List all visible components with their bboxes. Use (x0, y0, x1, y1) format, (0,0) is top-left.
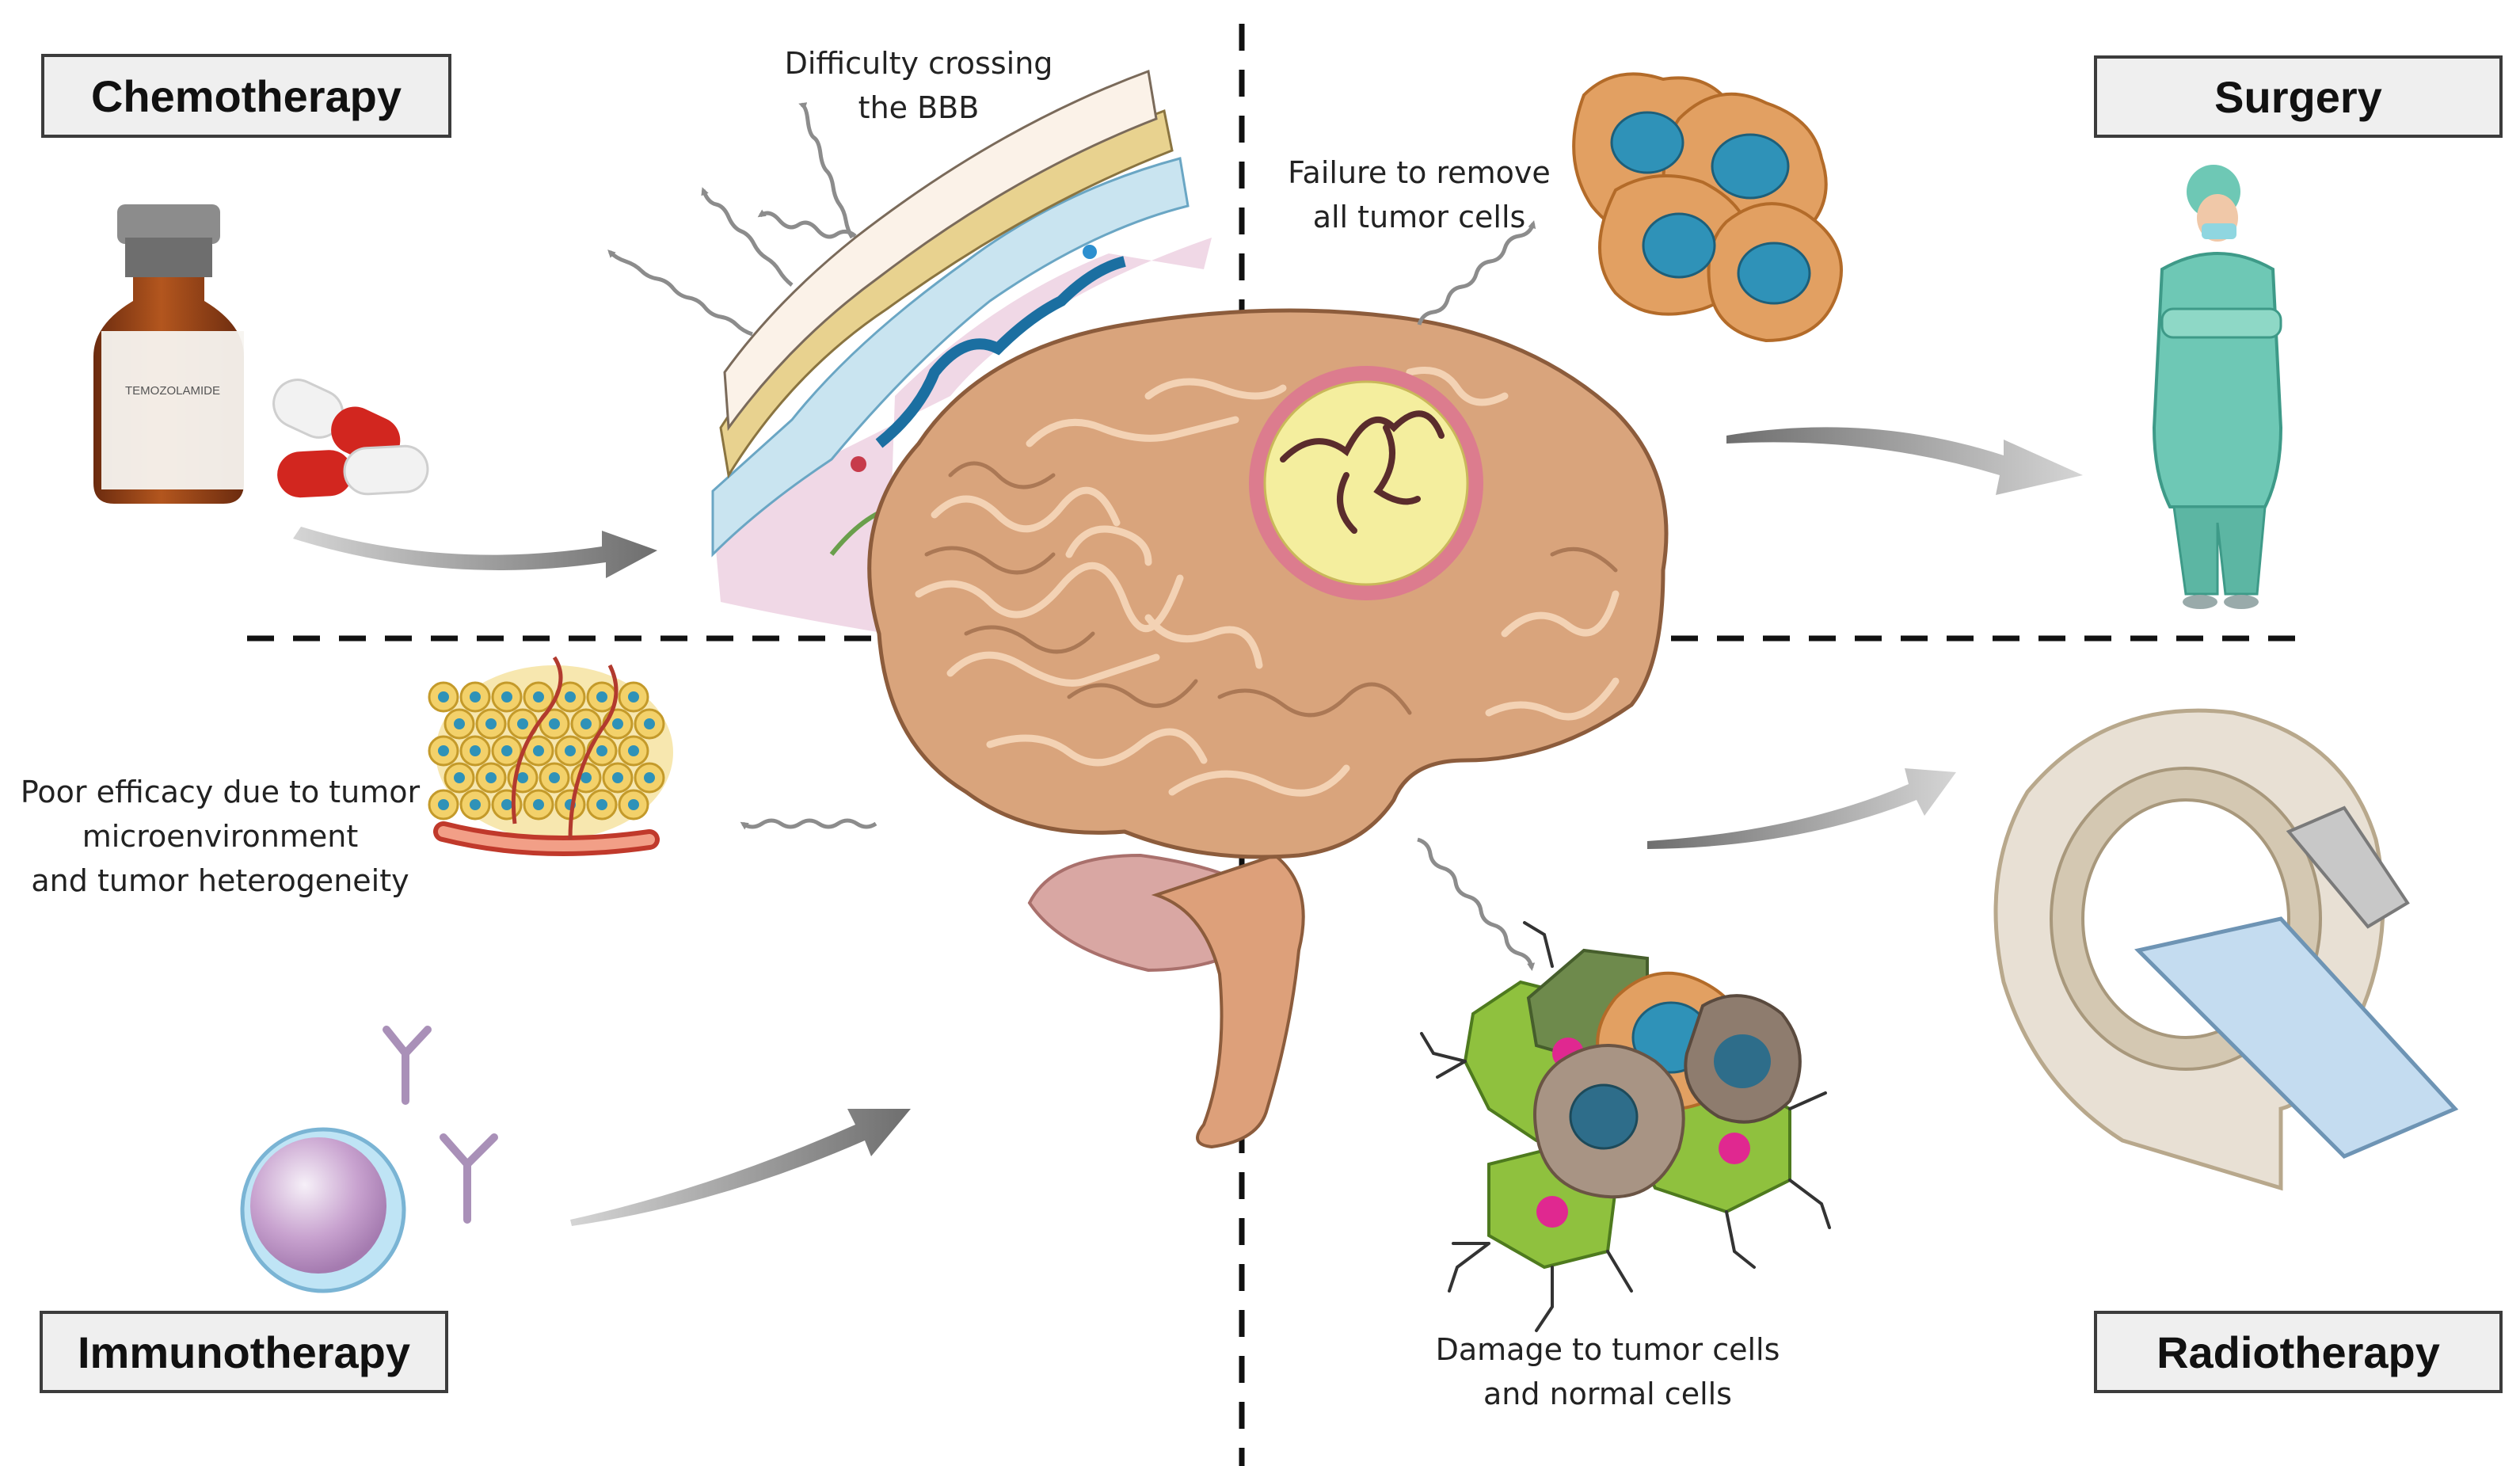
tumor-cell-nucleus (470, 745, 481, 756)
tumor-cell-nucleus (596, 745, 607, 756)
tumor-cell-nucleus (485, 772, 497, 783)
tumor-cell-nucleus (612, 772, 623, 783)
immuno-arrow (570, 1109, 911, 1226)
radio-caption-line-2: and normal cells (1483, 1377, 1732, 1411)
tumor-cell-nucleus (470, 799, 481, 810)
bbb-wavy-arrows (607, 102, 857, 337)
tumor-cell-nucleus (596, 799, 607, 810)
bbb-caption-line-2: the BBB (858, 90, 980, 125)
immunotherapy-label: Immunotherapy (40, 1311, 448, 1393)
temozolomide-vial-icon: TEMOZOLAMIDE (93, 204, 244, 504)
immuno-wavy-arrow (740, 818, 877, 830)
tumor-cell-nucleus (644, 772, 655, 783)
tumor-cell-nucleus (501, 799, 512, 810)
surgery-label: Surgery (2094, 55, 2503, 138)
tumor-microenvironment-icon (428, 656, 673, 856)
tumor-cell-nucleus (644, 718, 655, 729)
immuno-caption-line-1: Poor efficacy due to tumor (20, 775, 421, 809)
tumor-cell-nucleus (470, 691, 481, 703)
tumor-cell-nucleus (533, 799, 544, 810)
tumor-cell-cluster-icon (1572, 72, 1843, 343)
surgeon-icon (2152, 165, 2283, 609)
surgery-caption: Failure to remove all tumor cells (1253, 150, 1585, 239)
capsule-pill-icon (272, 379, 429, 498)
immuno-caption-line-3: and tumor heterogeneity (31, 863, 409, 898)
surgery-caption-line-1: Failure to remove (1288, 155, 1551, 190)
tumor-cell-nucleus (501, 691, 512, 703)
radio-caption-line-1: Damage to tumor cells (1435, 1332, 1780, 1367)
damaged-cells-icon (1420, 921, 1831, 1332)
radio-arrow (1647, 768, 1956, 849)
tumor-cell-nucleus (581, 718, 592, 729)
bbb-caption-line-1: Difficulty crossing (784, 46, 1053, 81)
tumor-cell-nucleus (533, 745, 544, 756)
drug-label: TEMOZOLAMIDE (125, 384, 220, 398)
immune-cell-icon (240, 1127, 406, 1293)
tumor-cell-nucleus (438, 745, 449, 756)
surgery-wavy-arrow (1417, 220, 1536, 326)
tumor-cell-nucleus (517, 772, 528, 783)
tumor-cell-nucleus (628, 691, 639, 703)
tumor-cell-nucleus (549, 718, 560, 729)
tumor-cell-nucleus (454, 718, 465, 729)
radiotherapy-label: Radiotherapy (2094, 1311, 2503, 1393)
tumor-cell-nucleus (533, 691, 544, 703)
tumor-cell-nucleus (438, 691, 449, 703)
immuno-caption-line-2: microenvironment (82, 819, 359, 854)
tumor-cell-nucleus (628, 745, 639, 756)
surgery-arrow (1726, 427, 2083, 495)
tumor-cell-nucleus (549, 772, 560, 783)
antibody-icon (383, 1026, 498, 1224)
surgery-caption-line-2: all tumor cells (1312, 200, 1526, 234)
tumor-cell-nucleus (501, 745, 512, 756)
brain-icon (867, 308, 1669, 1149)
tumor-cell-nucleus (485, 718, 497, 729)
tumor-cell-nucleus (596, 691, 607, 703)
tumor-cell-nucleus (438, 799, 449, 810)
chemo-arrow (293, 527, 657, 578)
tumor-cell-nucleus (565, 745, 576, 756)
tumor-cell-nucleus (628, 799, 639, 810)
immuno-caption: Poor efficacy due to tumor microenvironm… (14, 770, 426, 903)
bbb-caption: Difficulty crossing the BBB (744, 41, 1093, 130)
mri-scanner-icon (1993, 708, 2459, 1191)
tumor-cell-nucleus (612, 718, 623, 729)
tumor-cell-nucleus (565, 691, 576, 703)
tumor-cell-nucleus (454, 772, 465, 783)
chemotherapy-label: Chemotherapy (41, 54, 451, 138)
tumor-cell-nucleus (581, 772, 592, 783)
radio-caption: Damage to tumor cells and normal cells (1426, 1327, 1790, 1416)
tumor-cell-nucleus (517, 718, 528, 729)
radio-wavy-arrow (1417, 837, 1536, 971)
